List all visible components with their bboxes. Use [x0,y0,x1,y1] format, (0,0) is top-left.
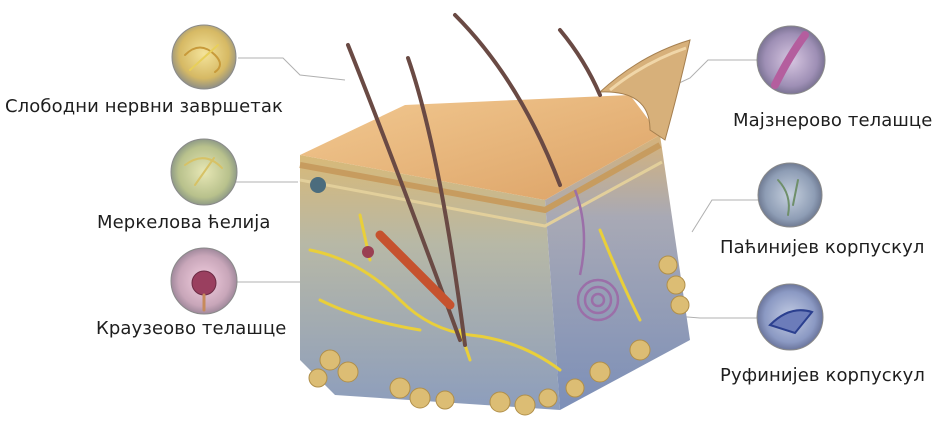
leader-line-free-nerve [238,58,345,80]
label-meissner-corpuscle: Мајзнерово телашце [733,110,932,131]
skin-block [300,15,690,415]
label-merkel-cell: Меркелова ћелија [97,212,271,233]
leader-line-pacinian [692,200,758,232]
label-ruffini-corpuscle: Руфинијев корпускул [720,365,925,386]
merkel-cell-marker [310,177,326,193]
label-pacinian-corpuscle: Паћинијев корпускул [720,237,924,258]
pacinian-corpuscle-circle [758,163,822,227]
label-krause-bulb: Краузеово телашце [96,318,286,339]
label-free-nerve-ending: Слободни нервни завршетак [5,96,283,117]
krause-bulb-marker [362,246,374,258]
